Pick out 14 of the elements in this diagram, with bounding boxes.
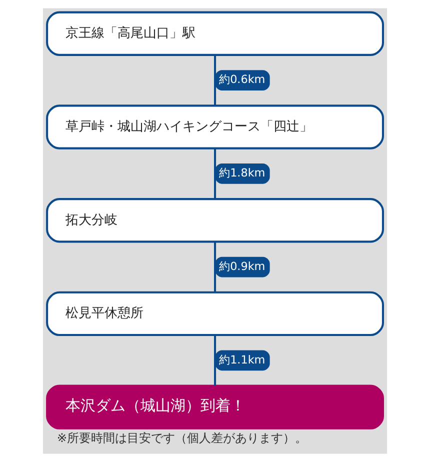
edge-label: 約0.9km (218, 260, 265, 273)
node-box: 京王線「高尾山口」駅 (46, 11, 384, 56)
node-box: 草戸峠・城山湖ハイキングコース「四辻」 (46, 104, 384, 150)
caption: ※所要時間は目安です（個人差があります）。 (56, 431, 307, 446)
node-box: 拓大分岐 (46, 198, 384, 243)
node-box: 松見平休憩所 (46, 291, 384, 336)
connector (214, 148, 216, 200)
connector (214, 335, 216, 386)
connector (214, 55, 216, 106)
edge-label: 約1.8km (218, 166, 265, 180)
edge-label: 約1.1km (218, 353, 265, 366)
connector (214, 242, 216, 292)
node-box: 本沢ダム（城山湖）到着！ (46, 384, 384, 430)
edge-label: 約0.6km (218, 73, 265, 86)
